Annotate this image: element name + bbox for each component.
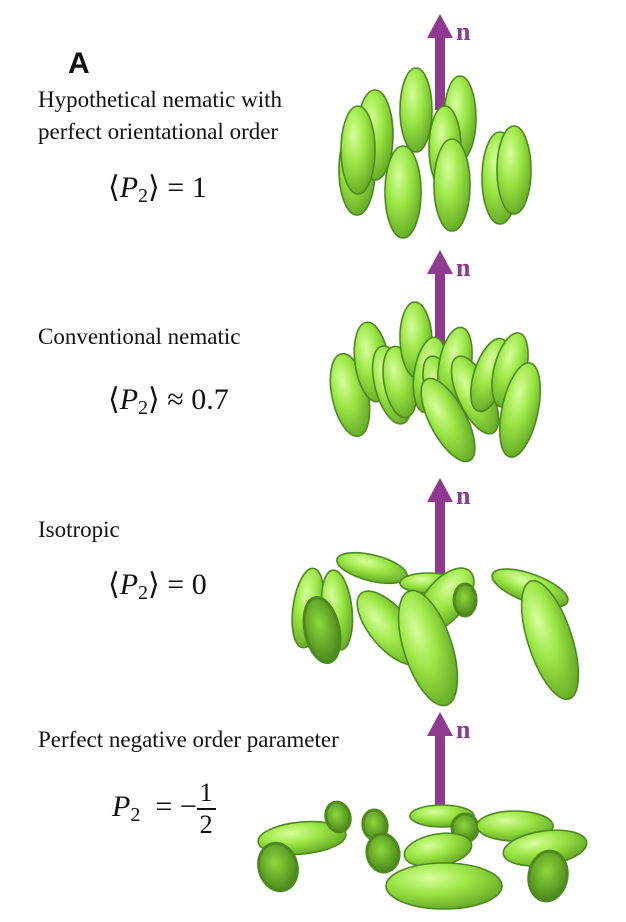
director-arrow: n xyxy=(427,14,471,110)
p-symbol: P xyxy=(119,171,139,204)
caption-perfect-order: Hypothetical nematic with perfect orient… xyxy=(38,87,282,144)
p-symbol: P xyxy=(112,789,131,823)
ellipsoid xyxy=(302,596,342,664)
director-arrow: n xyxy=(427,250,471,360)
order-parameter-isotropic: ⟨P2⟩ = 0 xyxy=(108,568,207,604)
ellipsoid xyxy=(496,125,532,215)
ellipsoid xyxy=(452,582,478,618)
relation: = − xyxy=(155,789,197,823)
relation: ≈ xyxy=(167,383,184,416)
value: 0 xyxy=(191,568,207,601)
ellipsoid xyxy=(420,377,476,463)
ellipsoid xyxy=(399,67,433,153)
director-label: n xyxy=(456,715,471,744)
director-arrow: n xyxy=(427,712,471,810)
p-symbol: P xyxy=(119,568,139,601)
caption-conventional-nematic: Conventional nematic xyxy=(38,324,241,349)
p-subscript: 2 xyxy=(130,803,141,826)
director-label: n xyxy=(456,481,471,510)
relation: = xyxy=(167,568,185,601)
fraction-bar xyxy=(196,808,216,810)
relation: = xyxy=(167,171,185,204)
caption-isotropic: Isotropic xyxy=(38,517,120,542)
order-parameter-perfect-order: ⟨P2⟩ = 1 xyxy=(108,171,207,207)
ellipsoid xyxy=(340,105,376,195)
panel-letter: A xyxy=(68,47,90,80)
director-arrow: n xyxy=(427,478,471,590)
value: 1 xyxy=(191,171,207,204)
p-subscript: 2 xyxy=(138,582,149,604)
p-subscript: 2 xyxy=(138,185,149,207)
ellipsoid xyxy=(520,579,580,701)
director-label: n xyxy=(456,17,471,46)
ellipsoid xyxy=(527,849,569,903)
ellipsoid xyxy=(257,841,299,893)
value: 0.7 xyxy=(191,383,229,416)
ellipsoid xyxy=(384,145,422,239)
ellipsoid xyxy=(385,862,503,910)
p-symbol: P xyxy=(119,383,139,416)
ellipsoid xyxy=(498,362,542,458)
order-parameter-conventional-nematic: ⟨P2⟩ ≈ 0.7 xyxy=(108,383,229,419)
ellipsoid xyxy=(397,589,459,707)
caption-negative-order: Perfect negative order parameter xyxy=(38,727,339,752)
ellipsoid xyxy=(433,138,471,232)
fraction-denominator: 2 xyxy=(199,810,213,839)
ellipsoid xyxy=(365,832,401,874)
ellipsoid xyxy=(324,800,352,834)
director-label: n xyxy=(456,253,471,282)
p-subscript: 2 xyxy=(138,397,149,419)
fraction-numerator: 1 xyxy=(199,778,213,807)
